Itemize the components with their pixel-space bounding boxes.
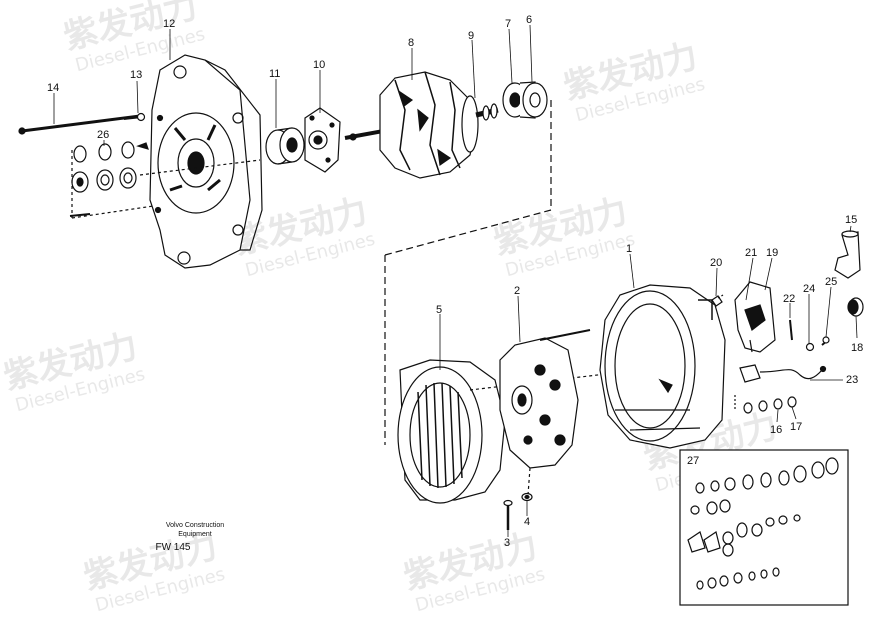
callout-11: 11 <box>269 68 280 80</box>
callout-13: 13 <box>130 69 142 81</box>
part-5-stator <box>397 359 641 504</box>
callout-16: 16 <box>770 424 782 436</box>
assembly-guide-line <box>384 100 552 445</box>
part-25-screw <box>821 336 830 346</box>
part-23-cable <box>739 364 827 383</box>
callout-21: 21 <box>745 247 757 259</box>
leader-lines <box>53 24 858 537</box>
callout-8: 8 <box>408 37 414 49</box>
part-16-17-washers <box>734 395 797 414</box>
part-13-screw <box>123 112 146 122</box>
part-11-bearing <box>265 127 305 165</box>
callout-2: 2 <box>514 285 520 297</box>
callout-6: 6 <box>526 14 532 26</box>
callout-1: 1 <box>626 243 632 255</box>
part-2-rectifier <box>499 329 591 496</box>
caption-equipment: Equipment <box>178 531 212 538</box>
callout-15: 15 <box>845 214 857 226</box>
callout-26: 26 <box>97 129 109 141</box>
part-21-regulator <box>734 281 776 353</box>
part-24-nut <box>805 342 815 352</box>
callout-27: 27 <box>687 455 699 467</box>
part-6-bearing <box>519 81 548 119</box>
callout-25: 25 <box>825 276 837 288</box>
callout-17: 17 <box>790 421 802 433</box>
part-15-elbow <box>834 230 861 279</box>
callout-14: 14 <box>47 82 59 94</box>
part-4-washer <box>521 492 533 502</box>
part-18-cap <box>847 297 864 317</box>
part-1-housing <box>599 284 726 449</box>
callout-9: 9 <box>468 30 474 42</box>
callout-10: 10 <box>313 59 325 71</box>
part-12-end-housing <box>139 54 263 269</box>
part-9-slip-ring <box>475 103 499 121</box>
callout-19: 19 <box>766 247 778 259</box>
callout-3: 3 <box>504 537 510 549</box>
caption-company: Volvo Construction <box>165 522 225 529</box>
callout-18: 18 <box>851 342 863 354</box>
part-3-bolt <box>503 499 513 530</box>
part-14-long-bolt <box>18 114 141 135</box>
callout-labels: 1 2 3 4 5 6 7 8 9 10 11 12 13 14 15 16 1… <box>47 14 863 549</box>
callout-20: 20 <box>710 257 722 269</box>
part-26-washers <box>69 141 161 219</box>
callout-23: 23 <box>846 374 858 386</box>
caption-code: FW 145 <box>155 542 191 553</box>
callout-24: 24 <box>803 283 815 295</box>
callout-4: 4 <box>524 516 530 528</box>
callout-22: 22 <box>783 293 795 305</box>
part-22-screw <box>789 319 793 341</box>
callout-7: 7 <box>505 18 511 30</box>
callout-12: 12 <box>163 18 175 30</box>
part-27-kit-box <box>679 449 849 606</box>
callout-5: 5 <box>436 304 442 316</box>
part-8-rotor <box>344 71 479 179</box>
part-10-bearing-plate <box>304 107 341 173</box>
part-20-clip <box>711 294 724 307</box>
